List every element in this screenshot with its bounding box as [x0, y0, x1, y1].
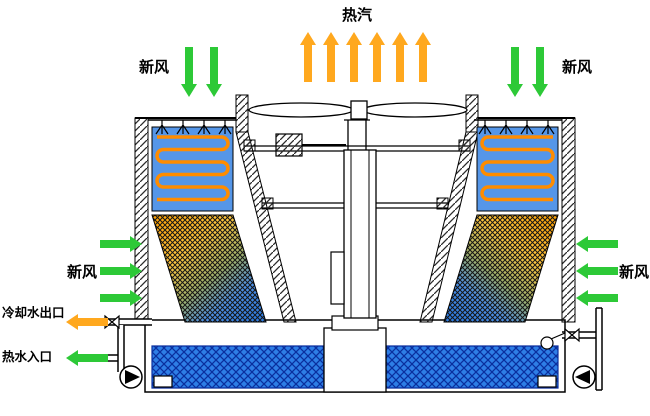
up-arrow-icon — [300, 32, 316, 82]
valve-icon — [564, 327, 580, 343]
up-arrow-icon — [392, 32, 408, 82]
left-coil-section — [148, 119, 236, 212]
left-pump — [119, 365, 143, 389]
fan-blade-right — [362, 102, 468, 118]
cooling-water-outlet-label: 冷却水出口 — [2, 305, 65, 320]
down-arrow-icon — [181, 47, 197, 97]
down-arrow-icon — [507, 47, 523, 97]
outlet-arrow — [66, 314, 108, 330]
left-arrow-icon — [576, 263, 618, 279]
right-coil-tubes — [480, 135, 555, 202]
up-arrow-icon — [346, 32, 362, 82]
piping-left — [100, 314, 173, 388]
fan-cowl-post-right — [465, 94, 479, 133]
basin — [144, 315, 566, 393]
left-fill-media — [151, 214, 267, 323]
float-arm — [550, 332, 566, 340]
down-arrow-icon — [206, 47, 222, 97]
fan-motor — [275, 133, 303, 157]
basin-platform — [323, 327, 387, 393]
fan-blade-left — [248, 102, 354, 118]
right-pump — [572, 365, 596, 389]
left-inner-wall — [235, 131, 297, 323]
fresh-air-label-top-left: 新风 — [139, 58, 169, 76]
pipe-flange — [537, 375, 557, 388]
fresh-air-label-top-right: 新风 — [562, 58, 592, 76]
tower-casing — [134, 94, 576, 323]
hot-water-inlet-label: 热水入口 — [2, 349, 52, 364]
fan-drive — [275, 119, 370, 157]
right-inner-wall — [419, 131, 479, 323]
column-door — [330, 251, 345, 305]
fan-cowl-post-left — [235, 94, 249, 133]
fresh-air-arrows-top-left — [181, 47, 222, 97]
left-arrow-icon — [576, 290, 618, 306]
fresh-air-arrows-top-right — [507, 47, 548, 97]
fresh-air-arrows-mid-right — [576, 236, 618, 306]
inlet-arrow — [66, 350, 108, 366]
up-arrow-icon — [415, 32, 431, 82]
left-spray-nozzles — [155, 120, 232, 135]
fresh-air-label-mid-right: 新风 — [619, 263, 649, 281]
up-arrow-icon — [369, 32, 385, 82]
up-arrow-icon — [323, 32, 339, 82]
center-column — [330, 149, 377, 319]
hot-vapor-label: 热汽 — [342, 6, 372, 24]
right-spray-nozzles — [478, 120, 555, 135]
fresh-air-arrows-mid-left — [100, 236, 142, 306]
down-arrow-icon — [532, 47, 548, 97]
basin-water-right — [385, 345, 559, 389]
right-coil-housing — [476, 126, 559, 212]
left-arrow-icon — [66, 350, 108, 366]
float-gauge-icon — [540, 336, 554, 350]
left-coil-tubes — [155, 135, 230, 202]
fan-hub — [350, 100, 368, 120]
left-coil-housing — [151, 126, 234, 212]
fan — [248, 100, 468, 120]
right-coil-section — [474, 119, 562, 212]
fresh-air-label-mid-left: 新风 — [67, 263, 97, 281]
hot-vapor-arrows — [300, 32, 431, 82]
right-fill-media — [443, 214, 559, 323]
pipe-flange — [153, 375, 173, 388]
piping-right — [537, 307, 603, 391]
left-outer-wall — [134, 117, 149, 323]
right-outer-wall — [561, 117, 576, 323]
basin-water-left — [151, 345, 325, 389]
left-arrow-icon — [66, 314, 108, 330]
left-arrow-icon — [576, 236, 618, 252]
